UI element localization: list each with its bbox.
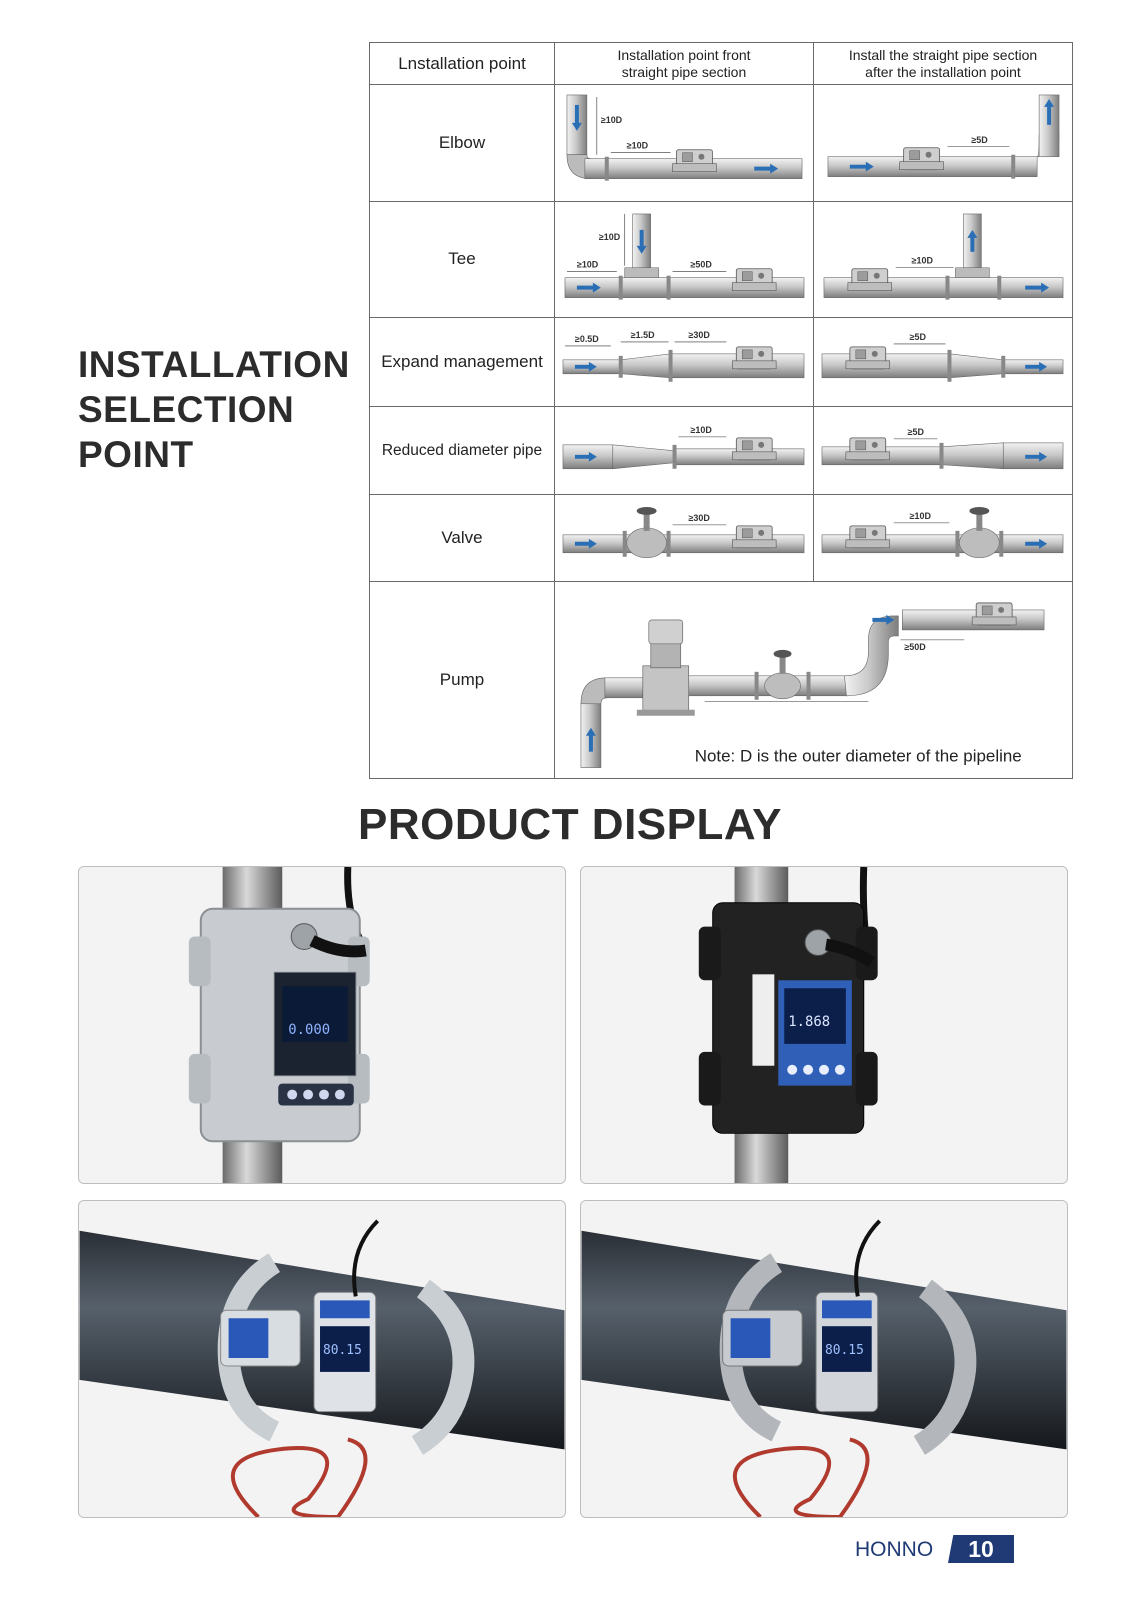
tee-after-diagram: ≥10D xyxy=(813,200,1073,319)
dim-label: ≥5D xyxy=(908,427,925,437)
dim-label: ≥0.5D xyxy=(575,334,599,344)
dim-label: ≥10D xyxy=(599,231,621,241)
valve-after-diagram: ≥10D xyxy=(813,494,1073,583)
header-after-section: Install the straight pipe section after … xyxy=(813,42,1073,85)
heading-line-1: INSTALLATION xyxy=(78,344,350,385)
row-label-elbow: Elbow xyxy=(369,84,555,202)
meter-reading: 0.000 xyxy=(288,1022,330,1038)
product-photo-clamp-b: 80.15 xyxy=(580,1200,1068,1518)
dim-label: ≥10D xyxy=(910,511,932,521)
product-display-title: PRODUCT DISPLAY xyxy=(358,800,782,849)
installation-table: Lnstallation point Installation point fr… xyxy=(369,42,1073,779)
table-row: Pump xyxy=(369,581,1073,779)
header-after-line2: after the installation point xyxy=(865,63,1021,80)
dim-label: ≥50D xyxy=(904,642,926,652)
row-label-reduced: Reduced diameter pipe xyxy=(369,405,555,496)
tee-front-diagram: ≥10D ≥10D ≥50D xyxy=(554,200,814,319)
reduced-front-diagram: ≥10D xyxy=(554,405,814,496)
dim-label: ≥10D xyxy=(912,255,934,265)
header-front-line2: straight pipe section xyxy=(621,63,747,80)
dim-label: ≥10D xyxy=(601,115,623,125)
product-photo-silver: 0.000 xyxy=(78,866,566,1184)
section-heading: INSTALLATION SELECTION POINT xyxy=(78,342,358,477)
meter-reading: 80.15 xyxy=(323,1343,362,1358)
row-label-pump: Pump xyxy=(369,581,555,779)
dim-label: ≥30D xyxy=(688,330,710,340)
row-label-valve: Valve xyxy=(369,494,555,583)
row-label-expand: Expand management xyxy=(369,317,555,407)
table-row: Elbow ≥10D ≥10D xyxy=(369,84,1073,202)
heading-line-2: SELECTION xyxy=(78,389,295,430)
page-number: 10 xyxy=(948,1535,1014,1563)
reduced-after-diagram: ≥5D xyxy=(813,405,1073,496)
header-installation-point: Lnstallation point xyxy=(369,42,555,85)
header-after-line1: Install the straight pipe section xyxy=(848,46,1038,63)
table-row: Valve ≥30D xyxy=(369,494,1073,583)
product-photo-clamp-a: 80.15 xyxy=(78,1200,566,1518)
table-row: Expand management ≥0.5D ≥1.5D ≥30D xyxy=(369,317,1073,407)
row-label-tee: Tee xyxy=(369,200,555,319)
dim-label: ≥10D xyxy=(627,141,649,151)
dim-label: ≥5D xyxy=(971,135,988,145)
dim-label: ≥1.5D xyxy=(631,330,655,340)
expand-after-diagram: ≥5D xyxy=(813,317,1073,407)
dim-label: ≥50D xyxy=(690,259,712,269)
meter-reading: 80.15 xyxy=(825,1343,864,1358)
dim-label: ≥5D xyxy=(910,332,927,342)
header-front-section: Installation point front straight pipe s… xyxy=(554,42,814,85)
table-row: Reduced diameter pipe ≥10D xyxy=(369,405,1073,496)
dim-label: ≥10D xyxy=(577,259,599,269)
pump-diagram: ≥50D Note: D is the outer diameter of th… xyxy=(554,581,1073,779)
dim-label: ≥10D xyxy=(690,425,712,435)
product-photo-black: 1.868 xyxy=(580,866,1068,1184)
dim-label: ≥30D xyxy=(688,513,710,523)
table-row: Tee ≥10D ≥10D ≥50D xyxy=(369,200,1073,319)
brand-name: HONNO xyxy=(855,1538,934,1561)
valve-front-diagram: ≥30D xyxy=(554,494,814,583)
elbow-after-diagram: ≥5D xyxy=(813,84,1073,202)
heading-line-3: POINT xyxy=(78,434,194,475)
header-front-line1: Installation point front xyxy=(617,46,751,63)
meter-reading: 1.868 xyxy=(788,1014,830,1030)
diameter-note: Note: D is the outer diameter of the pip… xyxy=(695,747,1022,766)
elbow-front-diagram: ≥10D ≥10D xyxy=(554,84,814,202)
expand-front-diagram: ≥0.5D ≥1.5D ≥30D xyxy=(554,317,814,407)
